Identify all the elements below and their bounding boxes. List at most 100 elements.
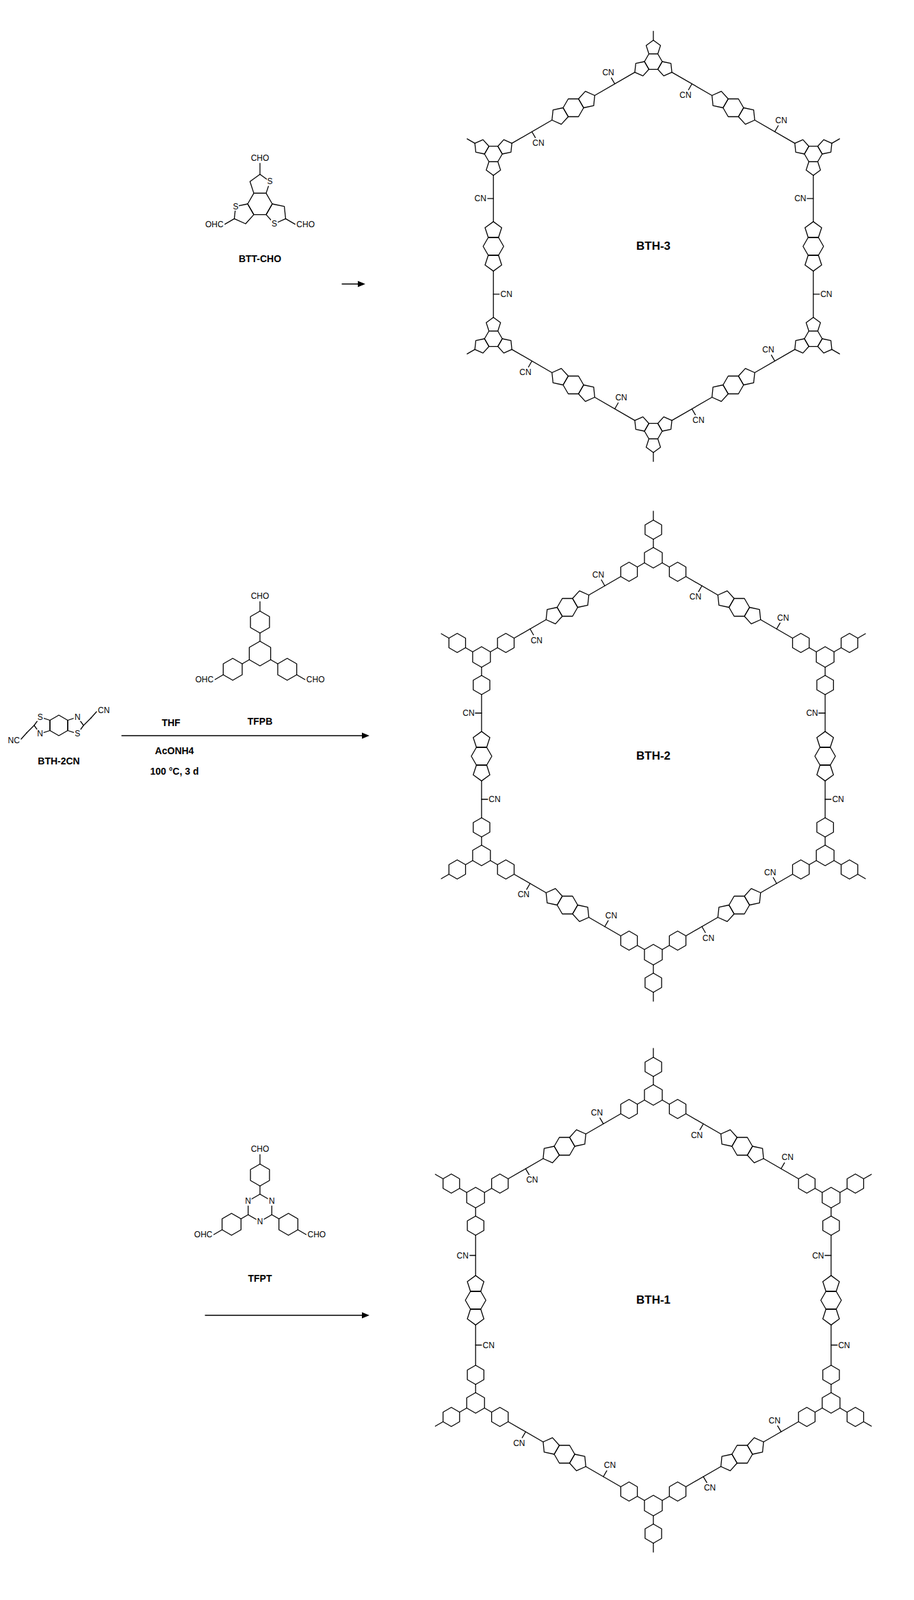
thiazole-ring: [717, 590, 735, 607]
bond-line: [824, 836, 826, 845]
cyano-label: CN: [518, 368, 532, 377]
bond-line: [589, 917, 622, 936]
aldehyde-label: CHO: [250, 153, 271, 163]
bond-line: [480, 836, 482, 845]
arrow-head: [361, 1312, 370, 1319]
bond-line: [240, 1214, 248, 1219]
reaction-arrow: [121, 734, 364, 736]
cyano-bond: [775, 125, 779, 133]
cyano-bond: [601, 579, 605, 586]
thiazole-ring: [823, 1275, 840, 1291]
thiazole-ring: [485, 255, 502, 271]
bond-line: [484, 1188, 492, 1193]
cyano-bond: [701, 926, 706, 933]
thiazole-ring: [545, 607, 563, 624]
methyl-bond: [652, 452, 654, 462]
benzene-ring: [250, 610, 270, 633]
cyano-label: CN: [604, 910, 618, 920]
bond-line: [652, 964, 654, 973]
benzene-ring: [448, 633, 466, 653]
cyano-label: CN: [487, 794, 501, 804]
bond-line: [760, 619, 793, 639]
cyano-bond: [604, 920, 609, 927]
cyano-bond: [698, 585, 702, 592]
benzene-ring: [279, 1212, 299, 1235]
thiazole-ring: [543, 1145, 560, 1163]
benzene-ring: [798, 1173, 815, 1194]
thiophene-ring: [794, 139, 810, 154]
thiophene-ring: [474, 338, 490, 354]
thiophene-ring: [805, 161, 821, 176]
cyano-label: CN: [819, 290, 833, 299]
methyl-bond: [652, 511, 654, 520]
benzene-ring: [823, 1215, 840, 1235]
cyano-bond: [468, 1254, 476, 1256]
aldehyde-label: CHO: [307, 1230, 328, 1239]
benzene-ring: [473, 817, 490, 837]
cyano-label: CN: [776, 612, 790, 622]
thiophene-ring: [817, 139, 832, 154]
condition-text: THF: [160, 717, 182, 728]
benzene-ring: [669, 562, 686, 582]
cyano-label: CN: [688, 592, 702, 602]
compound-name: TFPB: [246, 716, 275, 727]
bond-line: [662, 945, 670, 950]
thiophene-ring: [486, 317, 501, 332]
methyl-bond: [441, 633, 449, 639]
bond-line: [589, 576, 622, 596]
benzene-ring: [443, 1173, 460, 1194]
cyano-label: CN: [614, 393, 628, 403]
methyl-bond: [863, 1421, 871, 1427]
bond-line: [259, 601, 260, 611]
benzene-ring: [841, 633, 858, 653]
condition-text: 100 °C, 3 d: [149, 766, 201, 777]
framework-name: BTH-2: [636, 749, 671, 763]
cyano-label: CN: [831, 794, 845, 804]
benzene-ring: [473, 675, 490, 695]
bond-line: [259, 1154, 260, 1164]
cyano-label: CN: [531, 138, 545, 148]
atom-label: N: [73, 712, 82, 722]
benzene-ring: [491, 1407, 509, 1427]
reaction-arrow: [205, 1314, 364, 1315]
thiazole-ring: [823, 1308, 840, 1325]
cyano-bond: [474, 712, 482, 713]
bond-line: [809, 647, 817, 652]
cyano-label: CN: [461, 708, 475, 718]
bond-line: [490, 860, 498, 865]
bond-line: [637, 1100, 645, 1105]
cyano-bond: [532, 132, 536, 139]
benzene-ring: [465, 1290, 486, 1309]
benzene-ring: [669, 931, 686, 951]
bond-line: [242, 659, 250, 664]
cyano-label: CN: [837, 1340, 851, 1350]
cyano-bond: [528, 361, 533, 368]
thiophene-ring: [498, 338, 513, 354]
aldehyde-label: OHC: [204, 219, 225, 229]
bond-line: [475, 1207, 477, 1216]
aldehyde-label: CHO: [250, 591, 271, 601]
bond-line: [465, 647, 473, 652]
cyano-bond: [525, 1168, 529, 1175]
benzene-ring: [472, 646, 491, 668]
cyano-bond: [806, 197, 814, 199]
cyano-label: CN: [811, 1250, 825, 1260]
framework-name: BTH-3: [636, 240, 671, 253]
cyano-label: CN: [691, 415, 705, 425]
thiazole-ring: [805, 221, 822, 238]
thiazole-ring: [717, 905, 735, 922]
bond-line: [90, 711, 97, 718]
cyano-bond: [688, 84, 692, 91]
bond-line: [840, 1188, 847, 1193]
cyano-bond: [691, 409, 696, 416]
atom-label: S: [266, 177, 274, 187]
thiazole-ring: [712, 385, 729, 402]
benzene-ring: [472, 844, 491, 866]
cyano-label: CN: [591, 569, 605, 579]
bond-line: [259, 1185, 260, 1194]
atom-label: N: [244, 1196, 252, 1206]
benzene-ring: [816, 817, 834, 837]
bond-line: [21, 732, 27, 739]
thiazole-ring: [816, 764, 834, 781]
